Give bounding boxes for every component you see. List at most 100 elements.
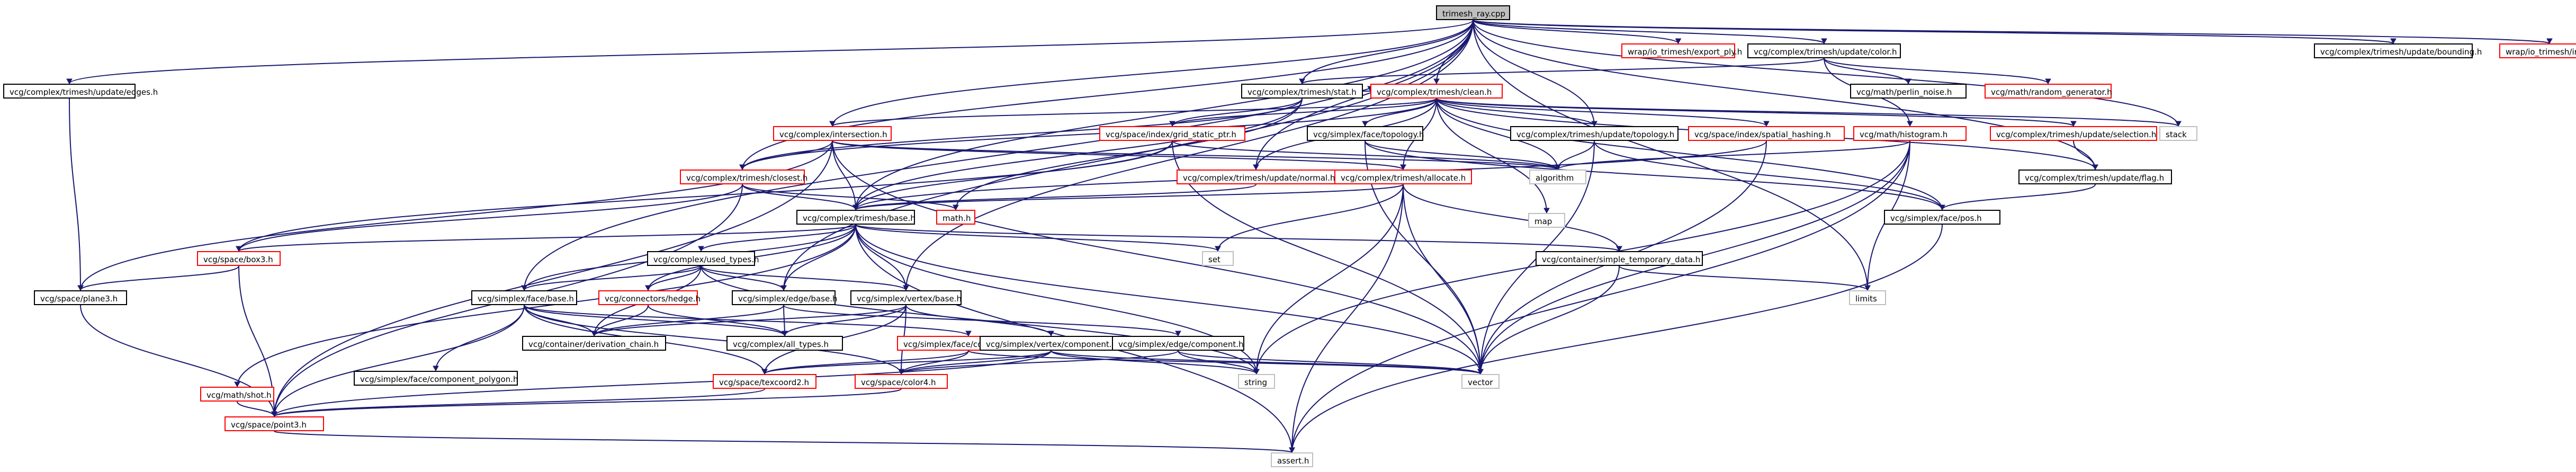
- arrowhead-trimesh_base-to-used_types: [698, 246, 704, 252]
- edge-texcoord2-to-point3: [274, 388, 765, 417]
- node-simple-temp[interactable]: vcg/container/simple_temporary_data.h: [1536, 251, 1703, 266]
- node-wrap-export-ply[interactable]: wrap/io_trimesh/export_ply.h: [1621, 43, 1742, 58]
- node-color4[interactable]: vcg/space/color4.h: [855, 374, 948, 389]
- node-grid-static[interactable]: vcg/space/index/grid_static_ptr.h: [1099, 126, 1245, 141]
- edge-clean-to-map: [1436, 98, 1547, 213]
- edge-vertex_component-to-color4: [901, 350, 1052, 375]
- arrowhead-box3-to-plane3: [77, 285, 84, 291]
- node-face-base[interactable]: vcg/simplex/face/base.h: [471, 290, 577, 305]
- node-random-gen[interactable]: vcg/math/random_generator.h: [1985, 84, 2112, 99]
- arrowhead-update_selection-to-update_flag: [2092, 164, 2098, 171]
- edge-hedge-to-all_types: [648, 305, 785, 336]
- edge-trimesh_raycpp-to-update_bounding: [1473, 20, 2394, 44]
- node-face-topology[interactable]: vcg/simplex/face/topology.h: [1307, 126, 1424, 141]
- node-derivation-chain[interactable]: vcg/container/derivation_chain.h: [522, 336, 666, 351]
- arrowhead-used_types-to-vertex_base: [903, 285, 909, 291]
- edge-trimesh_raycpp-to-stack: [1473, 20, 2179, 127]
- node-limits[interactable]: limits: [1849, 290, 1886, 305]
- node-hedge[interactable]: vcg/connectors/hedge.h: [598, 290, 701, 305]
- edge-intersection-to-trimesh_base: [832, 140, 856, 210]
- node-plane3[interactable]: vcg/space/plane3.h: [34, 290, 127, 305]
- node-closest[interactable]: vcg/complex/trimesh/closest.h: [680, 170, 807, 184]
- arrowhead-update_flag-to-face_pos: [1939, 204, 1945, 211]
- node-shot[interactable]: vcg/math/shot.h: [200, 387, 274, 402]
- edge-shot-to-point3: [237, 401, 275, 417]
- arrowhead-clean-to-map: [1543, 208, 1550, 214]
- arrowhead-intersection-to-allocate: [1400, 164, 1406, 171]
- node-update-edges[interactable]: vcg/complex/trimesh/update/edges.h: [3, 84, 158, 99]
- node-point3[interactable]: vcg/space/point3.h: [225, 416, 324, 431]
- node-face-comp-polygon[interactable]: vcg/simplex/face/component_polygon.h: [354, 371, 518, 386]
- node-update-normal[interactable]: vcg/complex/trimesh/update/normal.h: [1177, 170, 1335, 184]
- node-trimesh-raycpp[interactable]: trimesh_ray.cpp: [1436, 5, 1510, 20]
- node-histogram[interactable]: vcg/math/histogram.h: [1853, 126, 1967, 141]
- node-string[interactable]: string: [1238, 374, 1275, 389]
- arrowhead-trimesh_raycpp-to-update_edges: [66, 78, 73, 85]
- node-math[interactable]: math.h: [936, 210, 975, 225]
- edge-clean-to-stack: [1436, 98, 2179, 127]
- node-wrap-import[interactable]: wrap/io_trimesh/import.h: [2499, 43, 2576, 58]
- edge-trimesh_base-to-edge_base: [783, 224, 856, 291]
- node-stat[interactable]: vcg/complex/trimesh/stat.h: [1241, 84, 1363, 99]
- arrowhead-vertex_base-to-all_types: [782, 331, 788, 337]
- edge-trimesh_raycpp-to-intersection: [832, 20, 1474, 127]
- node-map[interactable]: map: [1528, 213, 1565, 228]
- node-spatial-hashing[interactable]: vcg/space/index/spatial_hashing.h: [1688, 126, 1845, 141]
- edge-grid_static-to-vector: [1172, 140, 1481, 375]
- edge-clean-to-intersection: [832, 98, 1437, 127]
- arrowhead-face_component-to-color4: [898, 369, 904, 375]
- node-clean[interactable]: vcg/complex/trimesh/clean.h: [1370, 84, 1503, 99]
- node-update-topology[interactable]: vcg/complex/trimesh/update/topology.h: [1510, 126, 1679, 141]
- edge-update_color-to-stat: [1302, 58, 1825, 84]
- arrowhead-face_base-to-face_comp_polygon: [433, 366, 439, 372]
- edge-vertex_component-to-string: [1051, 350, 1257, 375]
- node-algorithm[interactable]: algorithm: [1529, 170, 1586, 184]
- node-vector[interactable]: vector: [1461, 374, 1500, 389]
- arrowhead-closest-to-math: [953, 204, 959, 211]
- node-edge-base[interactable]: vcg/simplex/edge/base.h: [732, 290, 837, 305]
- arrowhead-edge_component-to-string: [1253, 369, 1260, 375]
- node-allocate[interactable]: vcg/complex/trimesh/allocate.h: [1334, 170, 1472, 184]
- node-intersection[interactable]: vcg/complex/intersection.h: [773, 126, 892, 141]
- node-set[interactable]: set: [1202, 251, 1234, 266]
- arrowhead-intersection-to-closest: [739, 164, 746, 171]
- arrowhead-trimesh_raycpp-to-clean: [1433, 78, 1440, 85]
- node-vertex-component[interactable]: vcg/simplex/vertex/component.h: [980, 336, 1123, 351]
- edge-closest-to-box3: [238, 184, 743, 252]
- edge-trimesh_raycpp-to-limits: [1473, 20, 1868, 291]
- edge-trimesh_base-to-vector: [855, 224, 1481, 375]
- node-box3[interactable]: vcg/space/box3.h: [197, 251, 281, 266]
- edge-face_base-to-all_types: [524, 305, 785, 336]
- node-update-flag[interactable]: vcg/complex/trimesh/update/flag.h: [2018, 170, 2172, 184]
- edge-face_component-to-color4: [901, 350, 969, 375]
- edge-trimesh_raycpp-to-wrap_export_ply: [1473, 20, 1679, 44]
- edge-face_topology-to-algorithm: [1365, 140, 1558, 170]
- node-texcoord2[interactable]: vcg/space/texcoord2.h: [713, 374, 816, 389]
- node-update-bounding[interactable]: vcg/complex/trimesh/update/bounding.h: [2314, 43, 2482, 58]
- edge-grid_static-to-algorithm: [1172, 140, 1558, 170]
- node-assert[interactable]: assert.h: [1271, 452, 1313, 467]
- edge-update_edges-to-plane3: [69, 98, 81, 291]
- arrowhead-clean-to-stack: [2175, 121, 2182, 127]
- node-edge-component[interactable]: vcg/simplex/edge/component.h: [1112, 336, 1244, 351]
- node-face-pos[interactable]: vcg/simplex/face/pos.h: [1884, 210, 2000, 225]
- arrowhead-face_base-to-face_component: [965, 331, 972, 337]
- edge-used_types-to-face_base: [524, 265, 702, 291]
- edge-vertex_base-to-derivation_chain: [594, 305, 906, 336]
- node-perlin[interactable]: vcg/math/perlin_noise.h: [1850, 84, 1967, 99]
- arrowhead-face_component-to-vector: [1477, 369, 1484, 375]
- edge-point3-to-assert: [274, 431, 1293, 453]
- node-trimesh-base[interactable]: vcg/complex/trimesh/base.h: [796, 210, 915, 225]
- arrowhead-clean-to-intersection: [829, 121, 836, 127]
- node-all-types[interactable]: vcg/complex/all_types.h: [726, 336, 843, 351]
- node-update-color[interactable]: vcg/complex/trimesh/update/color.h: [1747, 43, 1901, 58]
- node-vertex-base[interactable]: vcg/simplex/vertex/base.h: [850, 290, 962, 305]
- node-update-selection[interactable]: vcg/complex/trimesh/update/selection.h: [1990, 126, 2157, 141]
- edge-vertex_component-to-texcoord2: [764, 350, 1052, 375]
- edge-trimesh_base-to-used_types: [701, 224, 856, 252]
- node-used-types[interactable]: vcg/complex/used_types.h: [647, 251, 759, 266]
- node-stack[interactable]: stack: [2159, 126, 2197, 141]
- edge-histogram-to-assert: [1291, 140, 1910, 453]
- edge-face_base-to-point3: [274, 305, 525, 417]
